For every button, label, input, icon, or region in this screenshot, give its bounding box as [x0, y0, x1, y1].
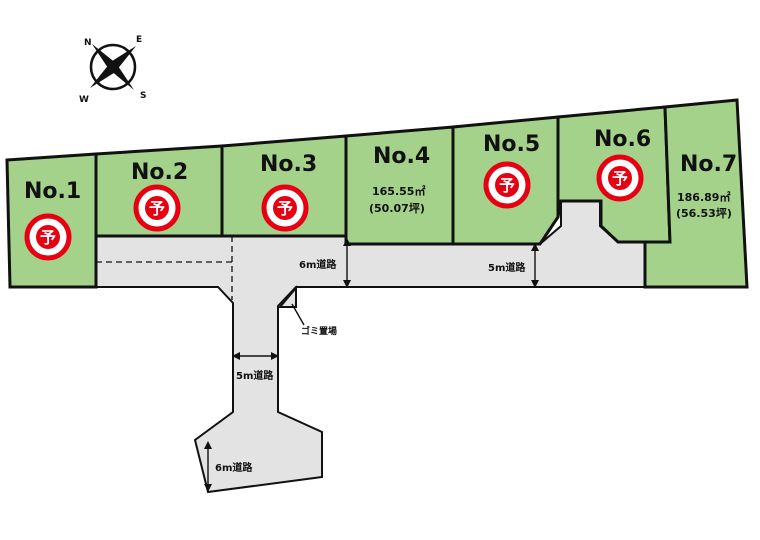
lot-label-2: No.2	[131, 160, 188, 185]
compass-n: N	[84, 38, 92, 48]
reserved-badge-2: 予	[133, 184, 181, 232]
svg-text:予: 予	[149, 199, 165, 218]
road-label-south: 6m道路	[215, 461, 253, 474]
compass-needle-w	[90, 63, 117, 88]
dim-south-end	[204, 441, 212, 492]
reserved-badge-5: 予	[483, 161, 531, 209]
lot-tsubo-4: (50.07坪)	[369, 202, 425, 215]
garbage-station	[277, 285, 297, 308]
garbage-label: ゴミ置場	[301, 325, 337, 337]
road-label-main: 6m道路	[299, 258, 337, 271]
reserved-badge-3: 予	[261, 184, 309, 232]
lot-area-4: 165.55㎡	[372, 184, 425, 198]
dim-main-road	[343, 238, 351, 288]
garbage-leader	[291, 303, 305, 326]
lot-label-5: No.5	[483, 132, 540, 157]
dim-right-branch	[531, 243, 539, 288]
reserved-badge-6: 予	[596, 154, 644, 202]
lot-label-3: No.3	[260, 152, 317, 177]
road-label-right: 5m道路	[488, 261, 526, 274]
compass-s: S	[140, 91, 146, 101]
svg-text:予: 予	[612, 169, 628, 188]
lot-area-7: 186.89㎡	[677, 190, 730, 204]
svg-text:予: 予	[277, 199, 293, 218]
lot-label-1: No.1	[24, 179, 81, 204]
svg-text:予: 予	[40, 228, 56, 247]
lot-tsubo-7: (56.53坪)	[676, 207, 732, 220]
compass-w: W	[79, 95, 89, 105]
compass-e: E	[136, 35, 142, 45]
lot-label-6: No.6	[594, 127, 651, 152]
compass-needle-s	[110, 63, 134, 90]
lot-7[interactable]	[643, 98, 749, 289]
svg-text:予: 予	[499, 176, 515, 195]
compass: N E S W	[79, 35, 146, 105]
road-label-stem: 5m道路	[236, 369, 274, 382]
reserved-badge-1: 予	[24, 213, 72, 261]
dim-south-stem	[232, 352, 279, 360]
lot-label-7: No.7	[680, 152, 737, 177]
lot-label-4: No.4	[373, 144, 430, 169]
